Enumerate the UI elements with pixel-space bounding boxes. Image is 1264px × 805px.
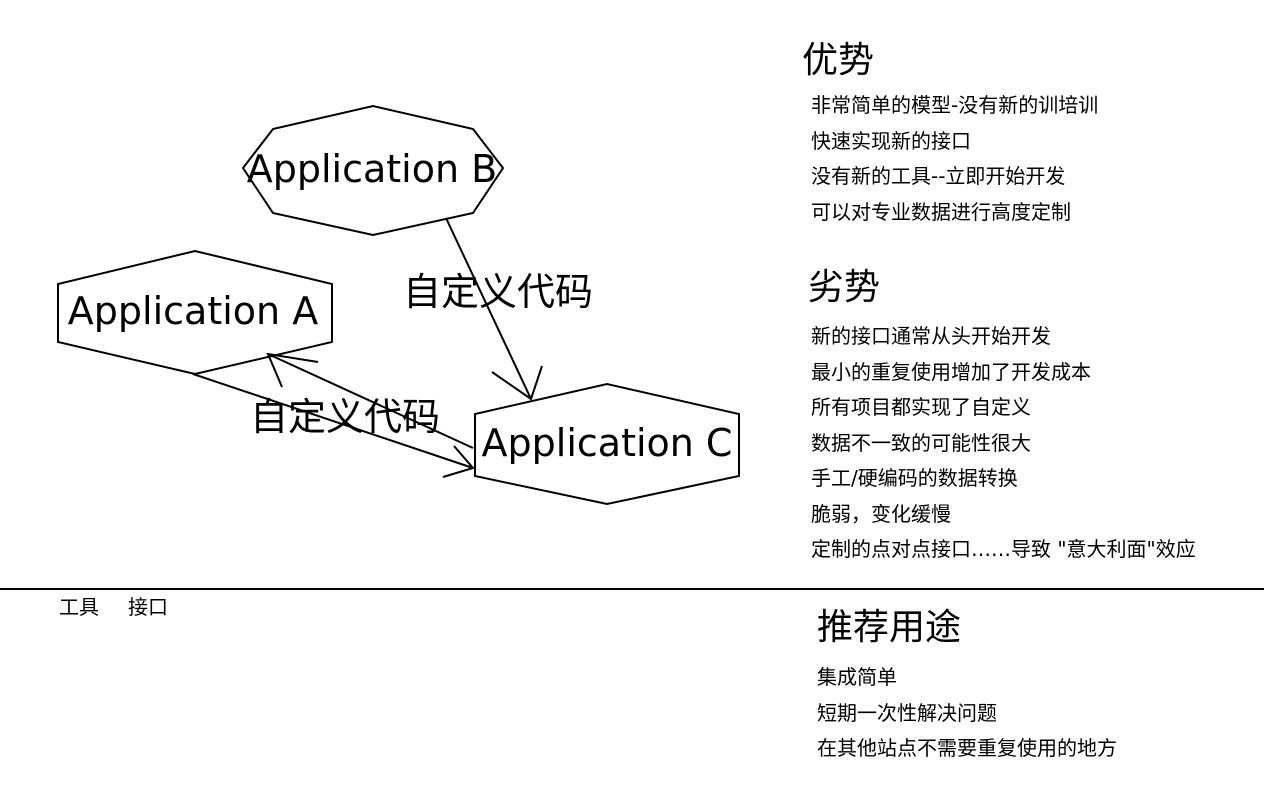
recommended-item: 集成简单 (817, 665, 897, 689)
advantages-title: 优势 (802, 40, 875, 81)
disadvantages-item: 所有项目都实现了自定义 (811, 395, 1031, 419)
footer-link-tools[interactable]: 工具 (59, 595, 99, 619)
advantages-item: 没有新的工具--立即开始开发 (811, 164, 1066, 188)
edge-a-to-c-arrowhead (442, 445, 475, 478)
disadvantages-title: 劣势 (808, 267, 881, 308)
edge-c-to-a-line (267, 353, 474, 449)
recommended-item: 在其他站点不需要重复使用的地方 (817, 736, 1117, 760)
disadvantages-item: 新的接口通常从头开始开发 (811, 324, 1051, 348)
advantages-item: 快速实现新的接口 (811, 128, 971, 153)
node-application-c-shape (474, 382, 740, 506)
advantages-list: 非常简单的模型-没有新的训培训 快速实现新的接口 没有新的工具--立即开始开发 … (811, 88, 1098, 230)
edge-a-c-label: 自定义代码 (250, 395, 440, 439)
edge-a-to-c-line (192, 373, 474, 469)
edge-b-to-c-line (445, 217, 532, 400)
edge-b-to-c (445, 217, 543, 401)
node-application-b-label: Application B (247, 147, 497, 191)
edge-b-to-c-label: 自定义代码 (403, 270, 593, 314)
node-application-b: Application B (241, 104, 505, 237)
advantages-item: 非常简单的模型-没有新的训培训 (811, 93, 1099, 117)
recommended-item: 短期一次性解决问题 (817, 700, 997, 725)
advantages-item: 可以对专业数据进行高度定制 (811, 199, 1071, 224)
node-application-b-shape (241, 104, 505, 237)
node-application-a-shape (57, 249, 333, 376)
node-application-c: Application C (474, 382, 740, 506)
edge-a-c (192, 352, 475, 478)
disadvantages-item: 定制的点对点接口……导致 "意大利面"效应 (811, 537, 1196, 561)
node-application-c-label: Application C (482, 421, 733, 465)
edge-b-to-c-arrowhead (491, 365, 543, 401)
disadvantages-item: 最小的重复使用增加了开发成本 (811, 359, 1091, 384)
node-application-a: Application A (57, 249, 333, 376)
node-application-a-label: Application A (68, 289, 318, 333)
recommended-list: 集成简单 短期一次性解决问题 在其他站点不需要重复使用的地方 (817, 660, 1117, 767)
recommended-title: 推荐用途 (817, 607, 962, 648)
footer-link-interfaces[interactable]: 接口 (128, 595, 168, 619)
disadvantages-item: 数据不一致的可能性很大 (811, 430, 1031, 455)
disadvantages-item: 脆弱，变化缓慢 (811, 501, 951, 526)
disadvantages-item: 手工/硬编码的数据转换 (811, 466, 1018, 490)
edge-c-to-a-arrowhead (266, 352, 319, 388)
disadvantages-list: 新的接口通常从头开始开发 最小的重复使用增加了开发成本 所有项目都实现了自定义 … (811, 319, 1196, 568)
